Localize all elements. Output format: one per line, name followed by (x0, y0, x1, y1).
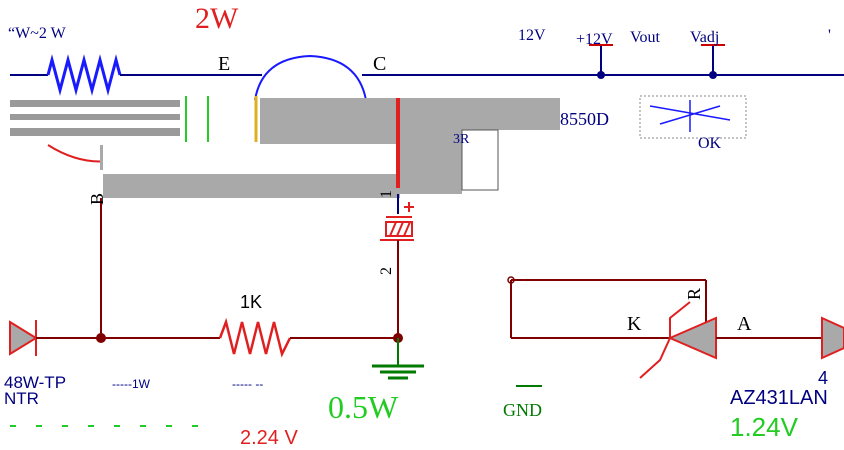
top-rail (10, 44, 844, 101)
diode-right (821, 316, 844, 360)
label-ok: OK (698, 135, 722, 152)
mid-section (100, 194, 414, 338)
resistor-1k (218, 317, 292, 358)
grey-block-main (260, 98, 400, 144)
label-emitter: E (218, 53, 230, 75)
label-left-bottom-4: ----- -- (232, 377, 263, 391)
label-k: K (627, 313, 642, 335)
label-a: A (737, 313, 752, 335)
label-transistor: 8550D (560, 109, 609, 129)
az431-section (507, 276, 844, 387)
resistor-top (46, 54, 122, 96)
bottom-rail (9, 317, 424, 380)
overlay-blocks (10, 95, 747, 198)
label-az-voltage: 1.24V (730, 412, 799, 442)
label-collector: C (373, 53, 386, 75)
zener-cathode (639, 301, 691, 379)
cap-body (385, 221, 413, 237)
transistor-arc (254, 54, 367, 101)
zener-body (667, 316, 717, 360)
label-half-watt: 0.5W (328, 389, 399, 425)
label-left-bottom-1: 48W-TP (4, 373, 66, 392)
label-12v-partial: 12V (518, 27, 546, 44)
label-cap-pin2: 2 (378, 267, 395, 275)
label-1k: 1K (240, 292, 262, 312)
label-bottom-voltage: 2.24 V (240, 427, 298, 449)
junction-base (96, 333, 106, 343)
label-plus12v: +12V (576, 31, 613, 48)
label-power-2w: 2W (195, 2, 239, 35)
diode-left (9, 320, 38, 356)
label-az-partial: 4 (818, 368, 828, 388)
grey-block-tall (400, 98, 462, 194)
label-left-bottom-2: NTR (4, 389, 39, 408)
label-vout: Vout (630, 29, 660, 46)
label-left-partial: “W~2 W (8, 25, 67, 42)
label-base: B (87, 193, 107, 205)
label-r: R (684, 288, 704, 300)
label-cap-pin1: 1 (378, 190, 395, 198)
label-left-bottom-3: -----1W (112, 377, 151, 391)
label-gnd: GND (503, 400, 542, 420)
label-3r: 3R (453, 132, 470, 147)
label-vadj: Vadj (690, 29, 719, 46)
label-far-right: ' (828, 27, 831, 44)
label-az431: AZ431LAN (730, 387, 828, 409)
grey-block-lower (103, 174, 400, 198)
transistor-box (639, 95, 747, 139)
